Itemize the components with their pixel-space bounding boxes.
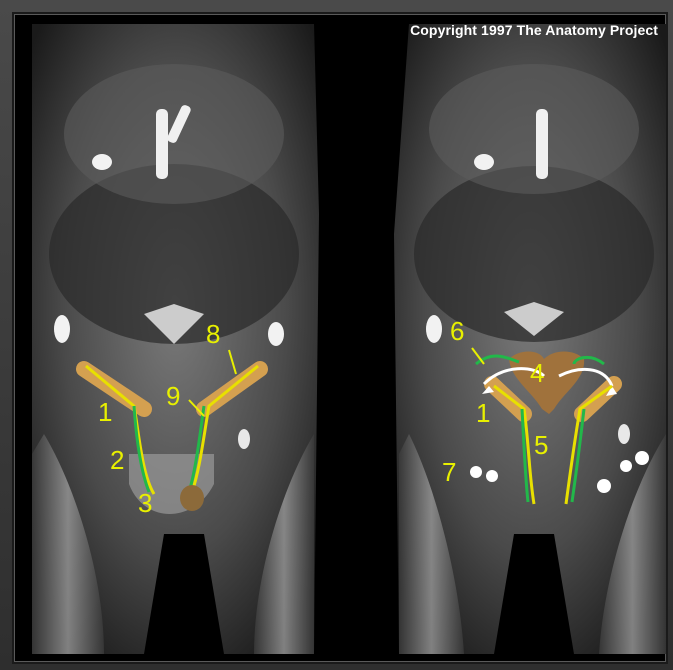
label-1-right: 1 [476, 398, 490, 428]
label-2-left: 2 [110, 445, 124, 475]
label-6-right: 6 [450, 316, 464, 346]
label-8-left: 8 [206, 319, 220, 349]
left-scan-panel [32, 24, 319, 654]
right-scan-panel [394, 24, 666, 654]
label-5-right: 5 [534, 430, 548, 460]
label-1-left: 1 [98, 397, 112, 427]
label-3-left: 3 [138, 488, 152, 518]
label-7-right: 7 [442, 457, 456, 487]
label-4-right: 4 [530, 358, 544, 388]
label-9-left: 9 [166, 381, 180, 411]
mri-coronal-scans: 1 2 3 8 9 6 4 1 5 7 [14, 14, 666, 662]
mri-viewer: 1 2 3 8 9 6 4 1 5 7 Copyright 1997 The A… [12, 12, 668, 664]
copyright-notice: Copyright 1997 The Anatomy Project [410, 22, 658, 38]
